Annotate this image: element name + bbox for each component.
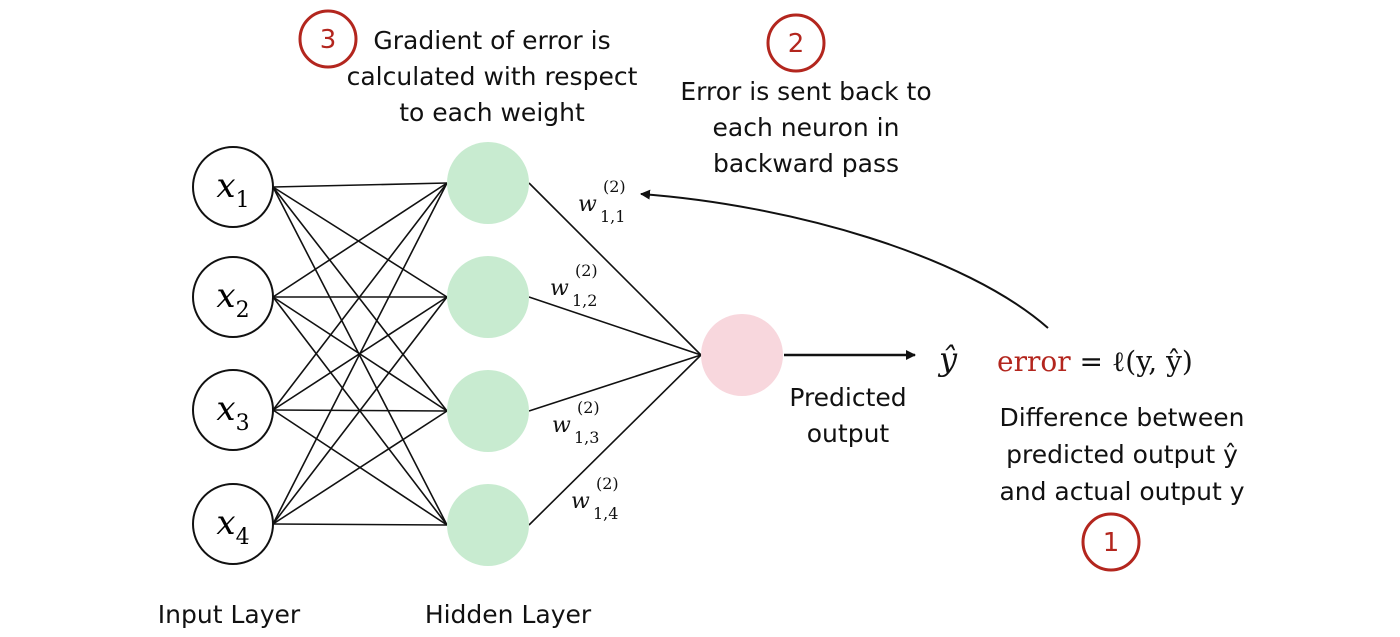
input-node-label: x3 (216, 389, 249, 436)
input-hidden-connection-1-3 (272, 186, 448, 412)
annotation-badge-1-number: 1 (1103, 528, 1120, 558)
annotation-1-line3: and actual output y (999, 477, 1244, 506)
weight-label-1-2: w 1,2 (2) (550, 261, 603, 310)
annotation-badge-3-number: 3 (320, 25, 337, 55)
input-node-variable: x (216, 166, 235, 206)
weight-subscript: 1,3 (574, 428, 599, 447)
input-hidden-connection-1-1 (272, 182, 448, 188)
weight-label-1-3: w 1,3 (2) (552, 398, 605, 447)
annotation-badge-2 (766, 13, 826, 73)
input-node-2: x2 (192, 256, 274, 338)
input-node-subscript: 1 (236, 188, 250, 213)
input-node-variable: x (216, 276, 235, 316)
weight-main: w (571, 489, 590, 514)
annotation-badge-1 (1081, 512, 1141, 572)
weight-labels: w 1,1 (2) w 1,2 (2) w 1,3 (2) w 1,4 (2) (550, 177, 631, 523)
input-hidden-connection-3-1 (272, 182, 448, 411)
hidden-output-connection-4 (528, 354, 702, 526)
weight-superscript: (2) (596, 474, 619, 493)
hidden-output-connection-2 (528, 296, 702, 356)
weight-subscript: 1,1 (600, 207, 625, 226)
connection-lines (272, 182, 702, 526)
hidden-layer-label: Hidden Layer (425, 600, 592, 629)
annotation-3-line3: to each weight (399, 98, 585, 127)
hidden-node-3 (447, 370, 529, 452)
hidden-node-4 (447, 484, 529, 566)
weight-label-1-4: w 1,4 (2) (571, 474, 624, 523)
input-hidden-connection-4-1 (272, 182, 448, 525)
annotation-badge-2-number: 2 (788, 29, 805, 59)
input-node-label: x1 (216, 166, 249, 213)
input-layer-label: Input Layer (158, 600, 301, 629)
weight-main: w (550, 276, 569, 301)
annotation-2-line3: backward pass (713, 149, 899, 178)
weight-subscript: 1,2 (572, 291, 597, 310)
weight-label-1-1: w 1,1 (2) (578, 177, 631, 226)
input-hidden-connection-4-3 (272, 410, 448, 525)
input-node-circle (192, 483, 274, 565)
annotation-1-line2: predicted output ŷ (1006, 440, 1238, 469)
input-node-variable: x (216, 389, 235, 429)
input-node-subscript: 2 (236, 298, 250, 323)
annotation-2: 2 Error is sent back to each neuron in b… (680, 13, 932, 178)
annotation-1-line1: Difference between (1000, 403, 1245, 432)
error-formula-rest: = ℓ(y, ŷ) (1071, 345, 1193, 378)
hidden-layer-nodes (447, 142, 529, 566)
annotation-badge-3 (298, 9, 358, 69)
error-formula: error = ℓ(y, ŷ) (997, 345, 1193, 378)
input-node-circle (192, 146, 274, 228)
input-hidden-connection-4-2 (272, 296, 448, 525)
input-node-variable: x (216, 503, 235, 543)
annotation-3-line2: calculated with respect (347, 62, 638, 91)
input-node-4: x4 (192, 483, 274, 565)
input-node-circle (192, 256, 274, 338)
predicted-output-label-line2: output (807, 419, 890, 448)
backward-pass-arrow (640, 189, 1049, 329)
annotation-1: Difference between predicted output ŷ an… (999, 403, 1245, 572)
hidden-output-connection-3 (528, 354, 702, 412)
weight-main: w (578, 192, 597, 217)
weight-subscript: 1,4 (593, 504, 618, 523)
annotation-3: 3 Gradient of error is calculated with r… (298, 9, 638, 127)
weight-superscript: (2) (603, 177, 626, 196)
input-node-subscript: 4 (236, 525, 250, 550)
weight-superscript: (2) (577, 398, 600, 417)
predicted-output-hat: ŷ (937, 340, 958, 378)
input-node-label: x4 (216, 503, 249, 550)
output-node (701, 314, 783, 396)
predicted-output-label-line1: Predicted (789, 383, 906, 412)
input-hidden-connection-2-1 (272, 182, 448, 298)
input-node-3: x3 (192, 369, 274, 451)
annotation-3-line1: Gradient of error is (373, 26, 610, 55)
input-layer-nodes: x1 x2 x3 x4 (192, 146, 274, 565)
input-hidden-connection-1-2 (272, 186, 448, 298)
hidden-node-1 (447, 142, 529, 224)
weight-superscript: (2) (575, 261, 598, 280)
input-hidden-connection-1-4 (272, 186, 448, 526)
hidden-node-2 (447, 256, 529, 338)
input-hidden-connection-4-4 (272, 523, 448, 526)
annotation-2-line2: each neuron in (713, 113, 900, 142)
input-node-subscript: 3 (236, 411, 250, 436)
input-node-label: x2 (216, 276, 249, 323)
annotation-2-line1: Error is sent back to (680, 77, 931, 106)
input-node-circle (192, 369, 274, 451)
error-word: error (997, 345, 1071, 378)
input-node-1: x1 (192, 146, 274, 228)
weight-main: w (552, 413, 571, 438)
hidden-output-connection-1 (528, 182, 702, 356)
